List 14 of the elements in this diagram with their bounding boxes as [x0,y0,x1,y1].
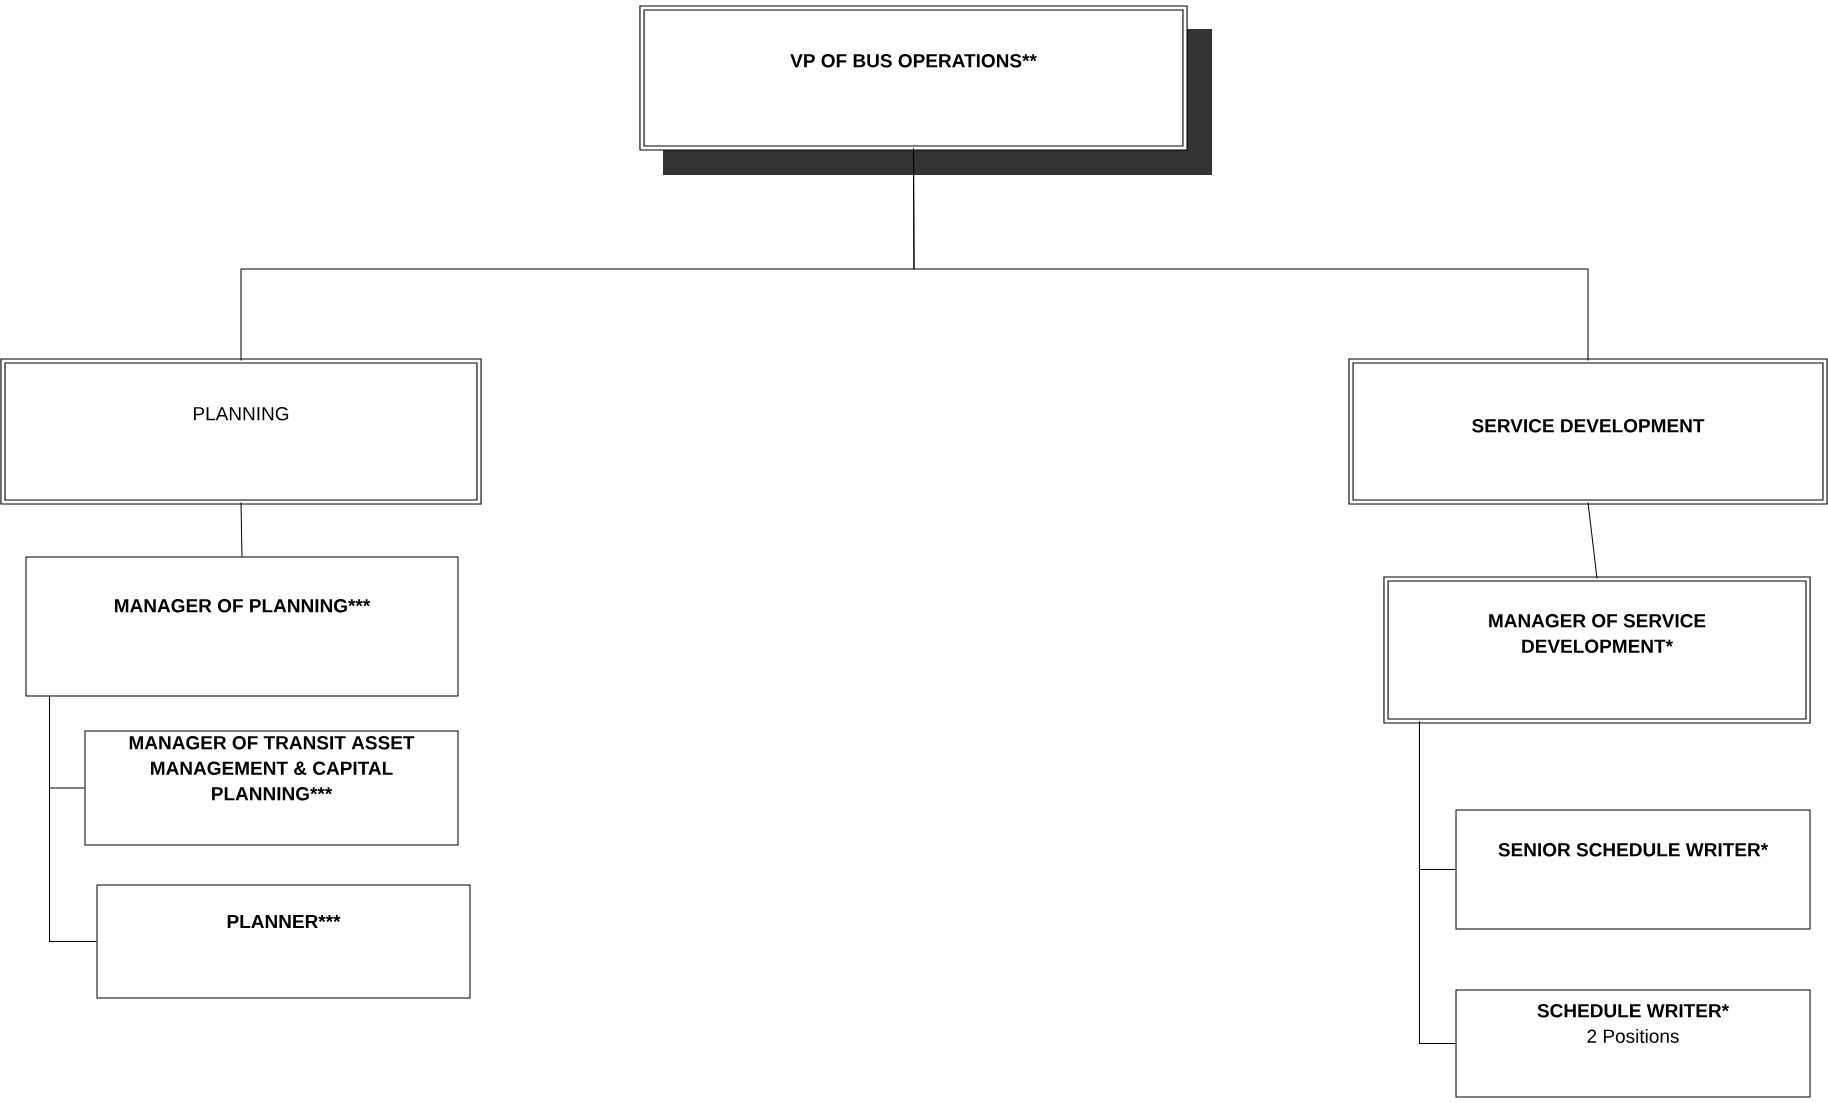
connector-line [240,502,243,557]
org-box: PLANNER*** [96,884,471,999]
org-box: SCHEDULE WRITER* 2 Positions [1455,989,1811,1098]
org-box: SENIOR SCHEDULE WRITER* [1455,809,1811,930]
org-box: MANAGER OF TRANSIT ASSET MANAGEMENT & CAPITAL PLANNING*** [84,730,459,846]
connector-line [49,696,97,942]
org-box: MANAGER OF SERVICE DEVELOPMENT* [1383,576,1811,724]
connector-line [913,148,1589,361]
connector-line [1587,502,1598,579]
org-box: VP OF BUS OPERATIONS** [639,5,1212,175]
org-box: SERVICE DEVELOPMENT [1348,358,1828,505]
connector-line [1418,721,1456,1044]
org-box: PLANNING [0,358,482,505]
org-box: MANAGER OF PLANNING*** [25,556,459,697]
